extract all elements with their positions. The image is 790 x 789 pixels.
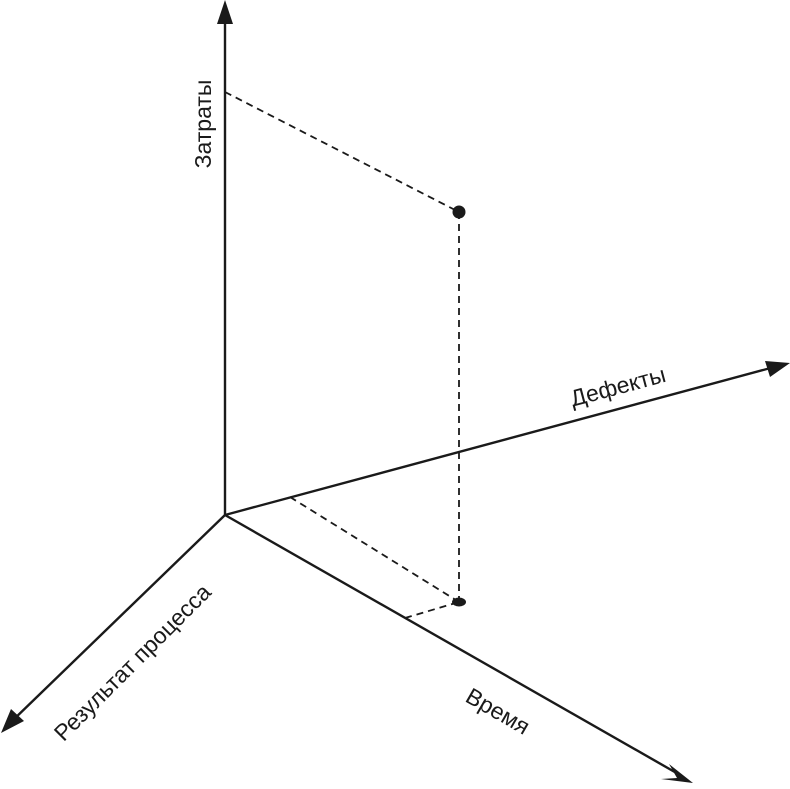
costs-axis-arrow-icon (217, 0, 233, 24)
process-result-axis-arrow-icon (1, 709, 24, 733)
projected-point (452, 597, 466, 607)
time-projection-line (404, 601, 460, 619)
defects-axis-arrow-icon (765, 361, 790, 377)
costs-axis-label: Затраты (190, 80, 216, 169)
data-point (452, 205, 466, 219)
costs-projection-line (224, 91, 460, 213)
time-axis (224, 513, 681, 777)
time-axis-arrow-icon (661, 764, 693, 783)
defects-axis-label: Дефекты (567, 361, 668, 411)
defects-axis (224, 364, 779, 517)
time-axis-label: Время (462, 683, 535, 740)
defects-projection-line (289, 496, 460, 603)
process-result-axis (9, 514, 226, 724)
